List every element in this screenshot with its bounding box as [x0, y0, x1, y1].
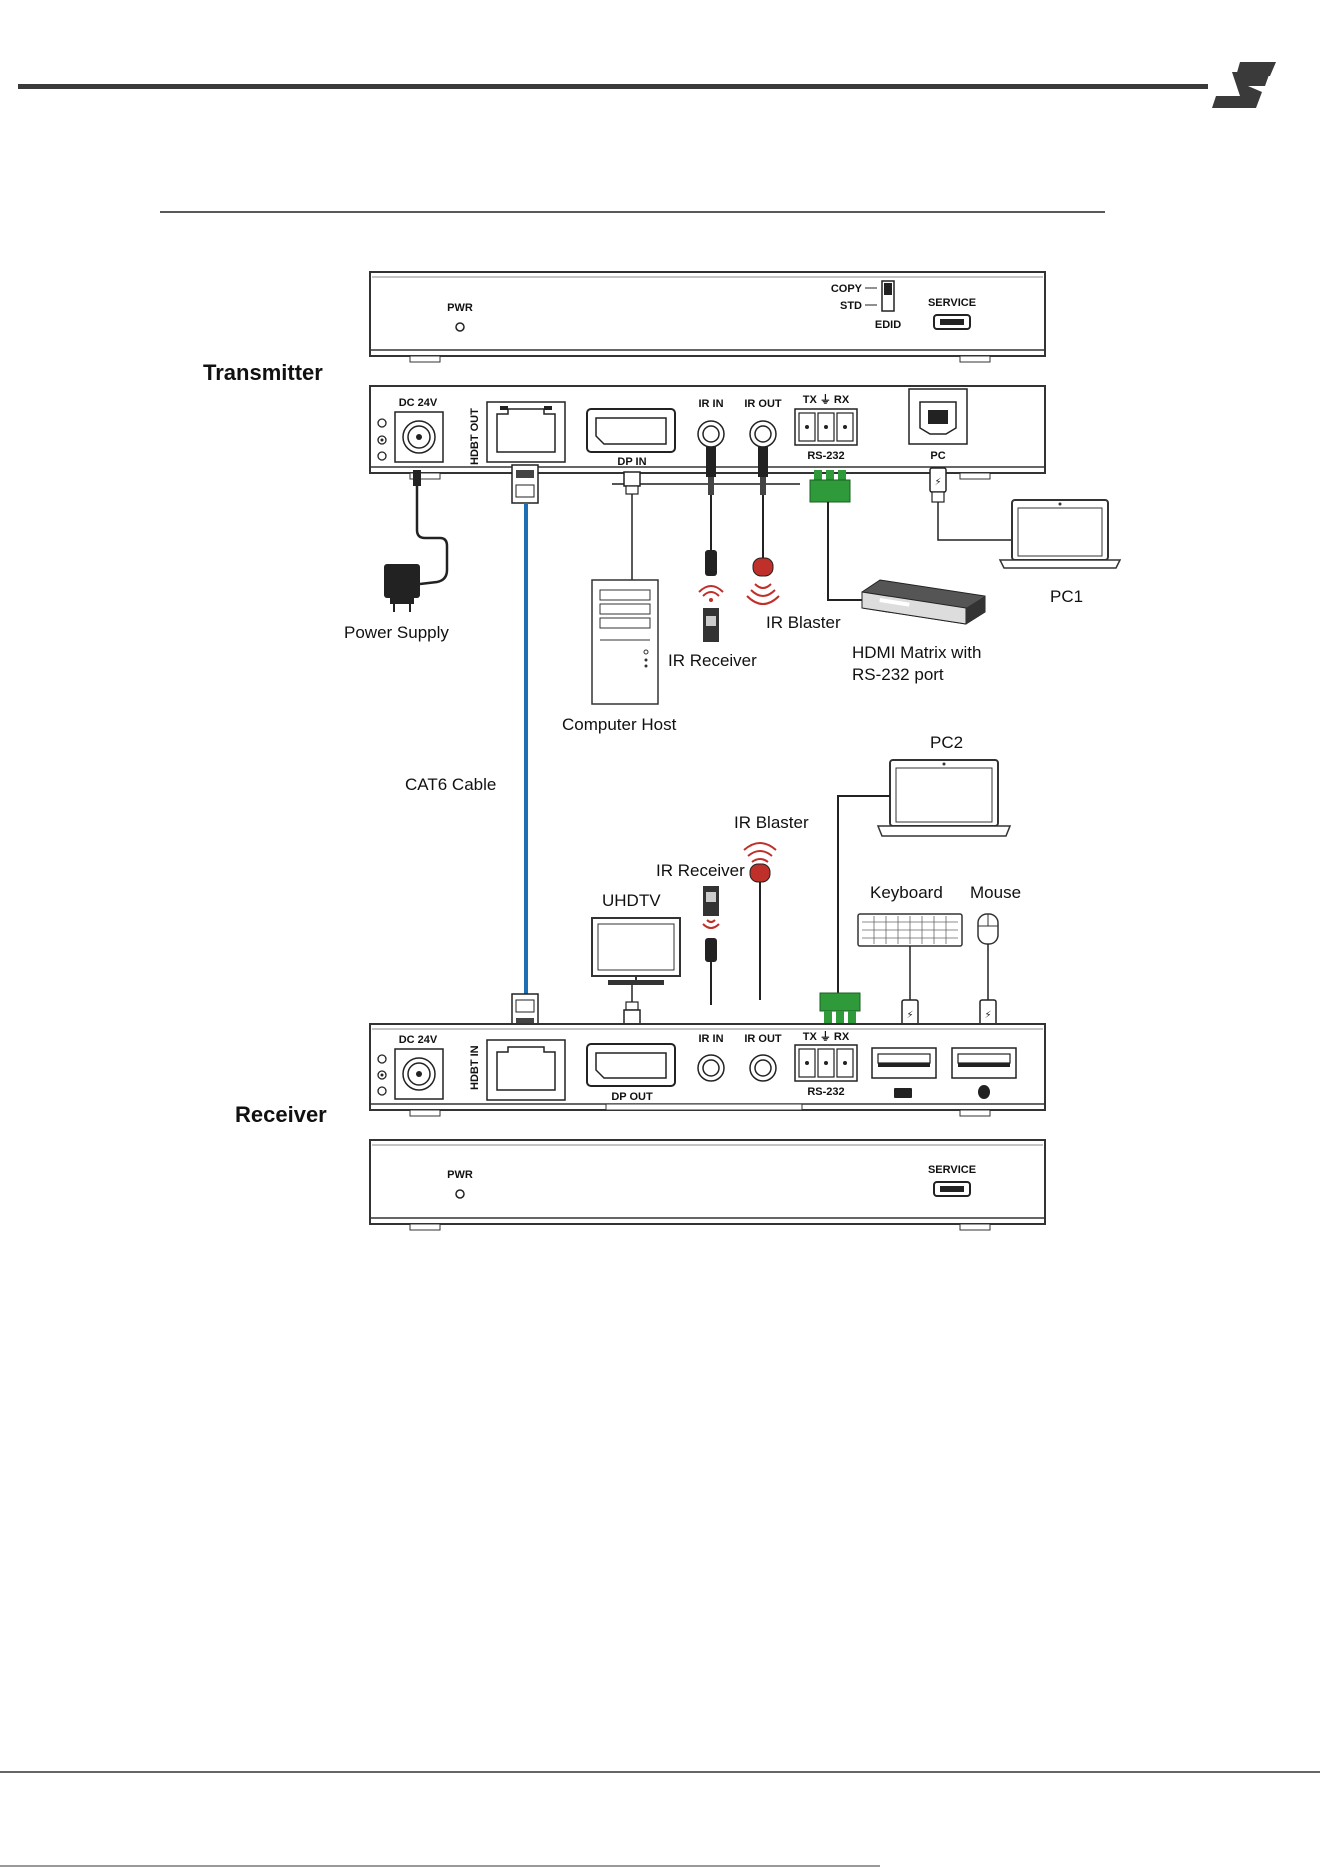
tx-pc-usb-b-port-icon[interactable] [908, 388, 968, 445]
tx-ir-out-jack-icon[interactable] [749, 420, 777, 448]
rs232-cable [827, 502, 870, 601]
tx-hdbt-rj45-port-icon[interactable] [486, 401, 566, 463]
rx-service-label: SERVICE [928, 1164, 976, 1176]
pc2-label: PC2 [930, 733, 963, 752]
edid-switch-icon[interactable] [881, 280, 895, 312]
tx-rs232-pins-label: TX ⏚ RX [803, 393, 850, 406]
tx-dp-in-port-icon[interactable] [586, 408, 676, 453]
tx-pwr-label: PWR [447, 302, 473, 314]
tx-polarity-icon [377, 418, 387, 461]
tx-std-label: STD [840, 300, 862, 312]
tx-hdbt-out-label: HDBT OUT [469, 408, 481, 465]
tx-rs232-plug-icon [809, 470, 851, 503]
tx-service-usb-port-icon[interactable] [933, 314, 971, 330]
cat6-cable [511, 464, 539, 1033]
rx-mouse-port-symbol-icon [978, 1085, 990, 1099]
tx-ir-blaster-cable [758, 447, 768, 558]
svg-text:⚡: ⚡ [984, 1010, 991, 1021]
dp-out-cable [623, 985, 641, 1025]
pc1-laptop-icon [998, 499, 1122, 569]
power-supply-adapter-icon [384, 564, 420, 612]
tx-pc-label: PC [930, 450, 945, 462]
mouse-usb-plug-icon: ⚡ [979, 999, 997, 1027]
receiver-rear-panel: DC 24V HDBT IN DP OUT IR IN IR OUT TX ⏚ … [369, 1023, 1046, 1117]
rx-ir-receiver-label: IR Receiver [656, 861, 745, 880]
tx-ir-in-jack-icon[interactable] [697, 420, 725, 448]
cat6-cable-label: CAT6 Cable [405, 775, 496, 794]
pc2-laptop-icon [876, 759, 1012, 837]
rx-rs232-terminal-icon[interactable] [794, 1044, 858, 1082]
computer-host-icon [591, 579, 659, 705]
rx-usb-keyboard-port-icon[interactable] [871, 1047, 937, 1079]
rx-ir-out-jack-icon[interactable] [749, 1054, 777, 1082]
tx-ir-receiver-label: IR Receiver [668, 651, 757, 670]
tx-ir-receiver-icon [698, 585, 724, 642]
rx-rs232-plug-icon [819, 992, 861, 1023]
svg-text:⚡: ⚡ [934, 477, 941, 488]
rx-ir-blaster-icon [743, 842, 777, 883]
rx-rs232-pins-label: TX ⏚ RX [803, 1030, 850, 1043]
rx-hdbt-in-label: HDBT IN [469, 1045, 481, 1090]
tx-service-label: SERVICE [928, 297, 976, 309]
rx-polarity-icon [377, 1054, 387, 1096]
tx-dc-label: DC 24V [399, 397, 438, 409]
tx-dp-in-label: DP IN [617, 456, 646, 468]
tx-ir-blaster-icon [746, 557, 780, 605]
tx-pwr-led-icon [455, 322, 465, 332]
rx-ir-receiver-cable [705, 938, 717, 1005]
rx-pwr-led-icon [455, 1189, 465, 1199]
rx-dc-label: DC 24V [399, 1034, 438, 1046]
rx-ir-blaster-label: IR Blaster [734, 813, 809, 832]
hdmi-matrix-icon [861, 579, 986, 625]
rx-ir-receiver-icon [702, 886, 720, 929]
tx-pc-usb-cable: ⚡ [929, 467, 1012, 541]
receiver-title: Receiver [235, 1102, 327, 1127]
rx-ir-in-label: IR IN [698, 1033, 723, 1045]
tx-copy-label: COPY [831, 283, 863, 295]
computer-host-label: Computer Host [562, 715, 677, 734]
power-supply-label: Power Supply [344, 623, 449, 642]
rx-rs232-cable [837, 795, 890, 993]
tx-rs232-label: RS-232 [807, 450, 844, 462]
transmitter-front-panel: PWR COPY STD EDID SERVICE [369, 271, 1046, 363]
hdmi-matrix-label-line1: HDMI Matrix with [852, 643, 981, 662]
hdmi-matrix-label-line2: RS-232 port [852, 665, 944, 684]
tx-rs232-terminal-icon[interactable] [794, 408, 858, 446]
tx-ir-out-label: IR OUT [744, 398, 782, 410]
transmitter-rear-panel: DC 24V HDBT OUT DP IN IR IN IR OUT [369, 385, 1046, 480]
keyboard-icon [857, 913, 963, 947]
tx-edid-label: EDID [875, 319, 901, 331]
tx-ir-blaster-label: IR Blaster [766, 613, 841, 632]
rx-dp-out-port-icon[interactable] [586, 1043, 676, 1087]
mouse-label: Mouse [970, 883, 1021, 902]
pc1-label: PC1 [1050, 587, 1083, 606]
dp-in-cable [623, 471, 641, 580]
rx-keyboard-port-symbol-icon [894, 1088, 912, 1098]
tx-ir-receiver-cable [705, 447, 717, 576]
power-cable [413, 470, 449, 586]
rx-service-usb-port-icon[interactable] [933, 1181, 971, 1197]
rx-usb-mouse-port-icon[interactable] [951, 1047, 1017, 1079]
header-rule [18, 84, 1208, 89]
transmitter-title: Transmitter [203, 360, 323, 385]
uhdtv-label: UHDTV [602, 891, 661, 910]
mouse-icon [977, 913, 999, 945]
rx-ir-in-jack-icon[interactable] [697, 1054, 725, 1082]
svg-text:⚡: ⚡ [906, 1010, 913, 1021]
tx-ir-in-label: IR IN [698, 398, 723, 410]
rx-dp-out-label: DP OUT [611, 1091, 653, 1103]
rx-rs232-label: RS-232 [807, 1086, 844, 1098]
rx-dc-jack-icon[interactable] [394, 1048, 444, 1100]
tx-dc-jack-icon[interactable] [394, 411, 444, 463]
uhdtv-icon [591, 917, 681, 985]
receiver-front-panel: PWR SERVICE [369, 1139, 1046, 1231]
keyboard-usb-plug-icon: ⚡ [901, 999, 919, 1027]
brand-logo-icon [1212, 62, 1276, 108]
rx-hdbt-rj45-port-icon[interactable] [486, 1039, 566, 1101]
keyboard-label: Keyboard [870, 883, 943, 902]
rx-ir-out-label: IR OUT [744, 1033, 782, 1045]
rx-pwr-label: PWR [447, 1169, 473, 1181]
